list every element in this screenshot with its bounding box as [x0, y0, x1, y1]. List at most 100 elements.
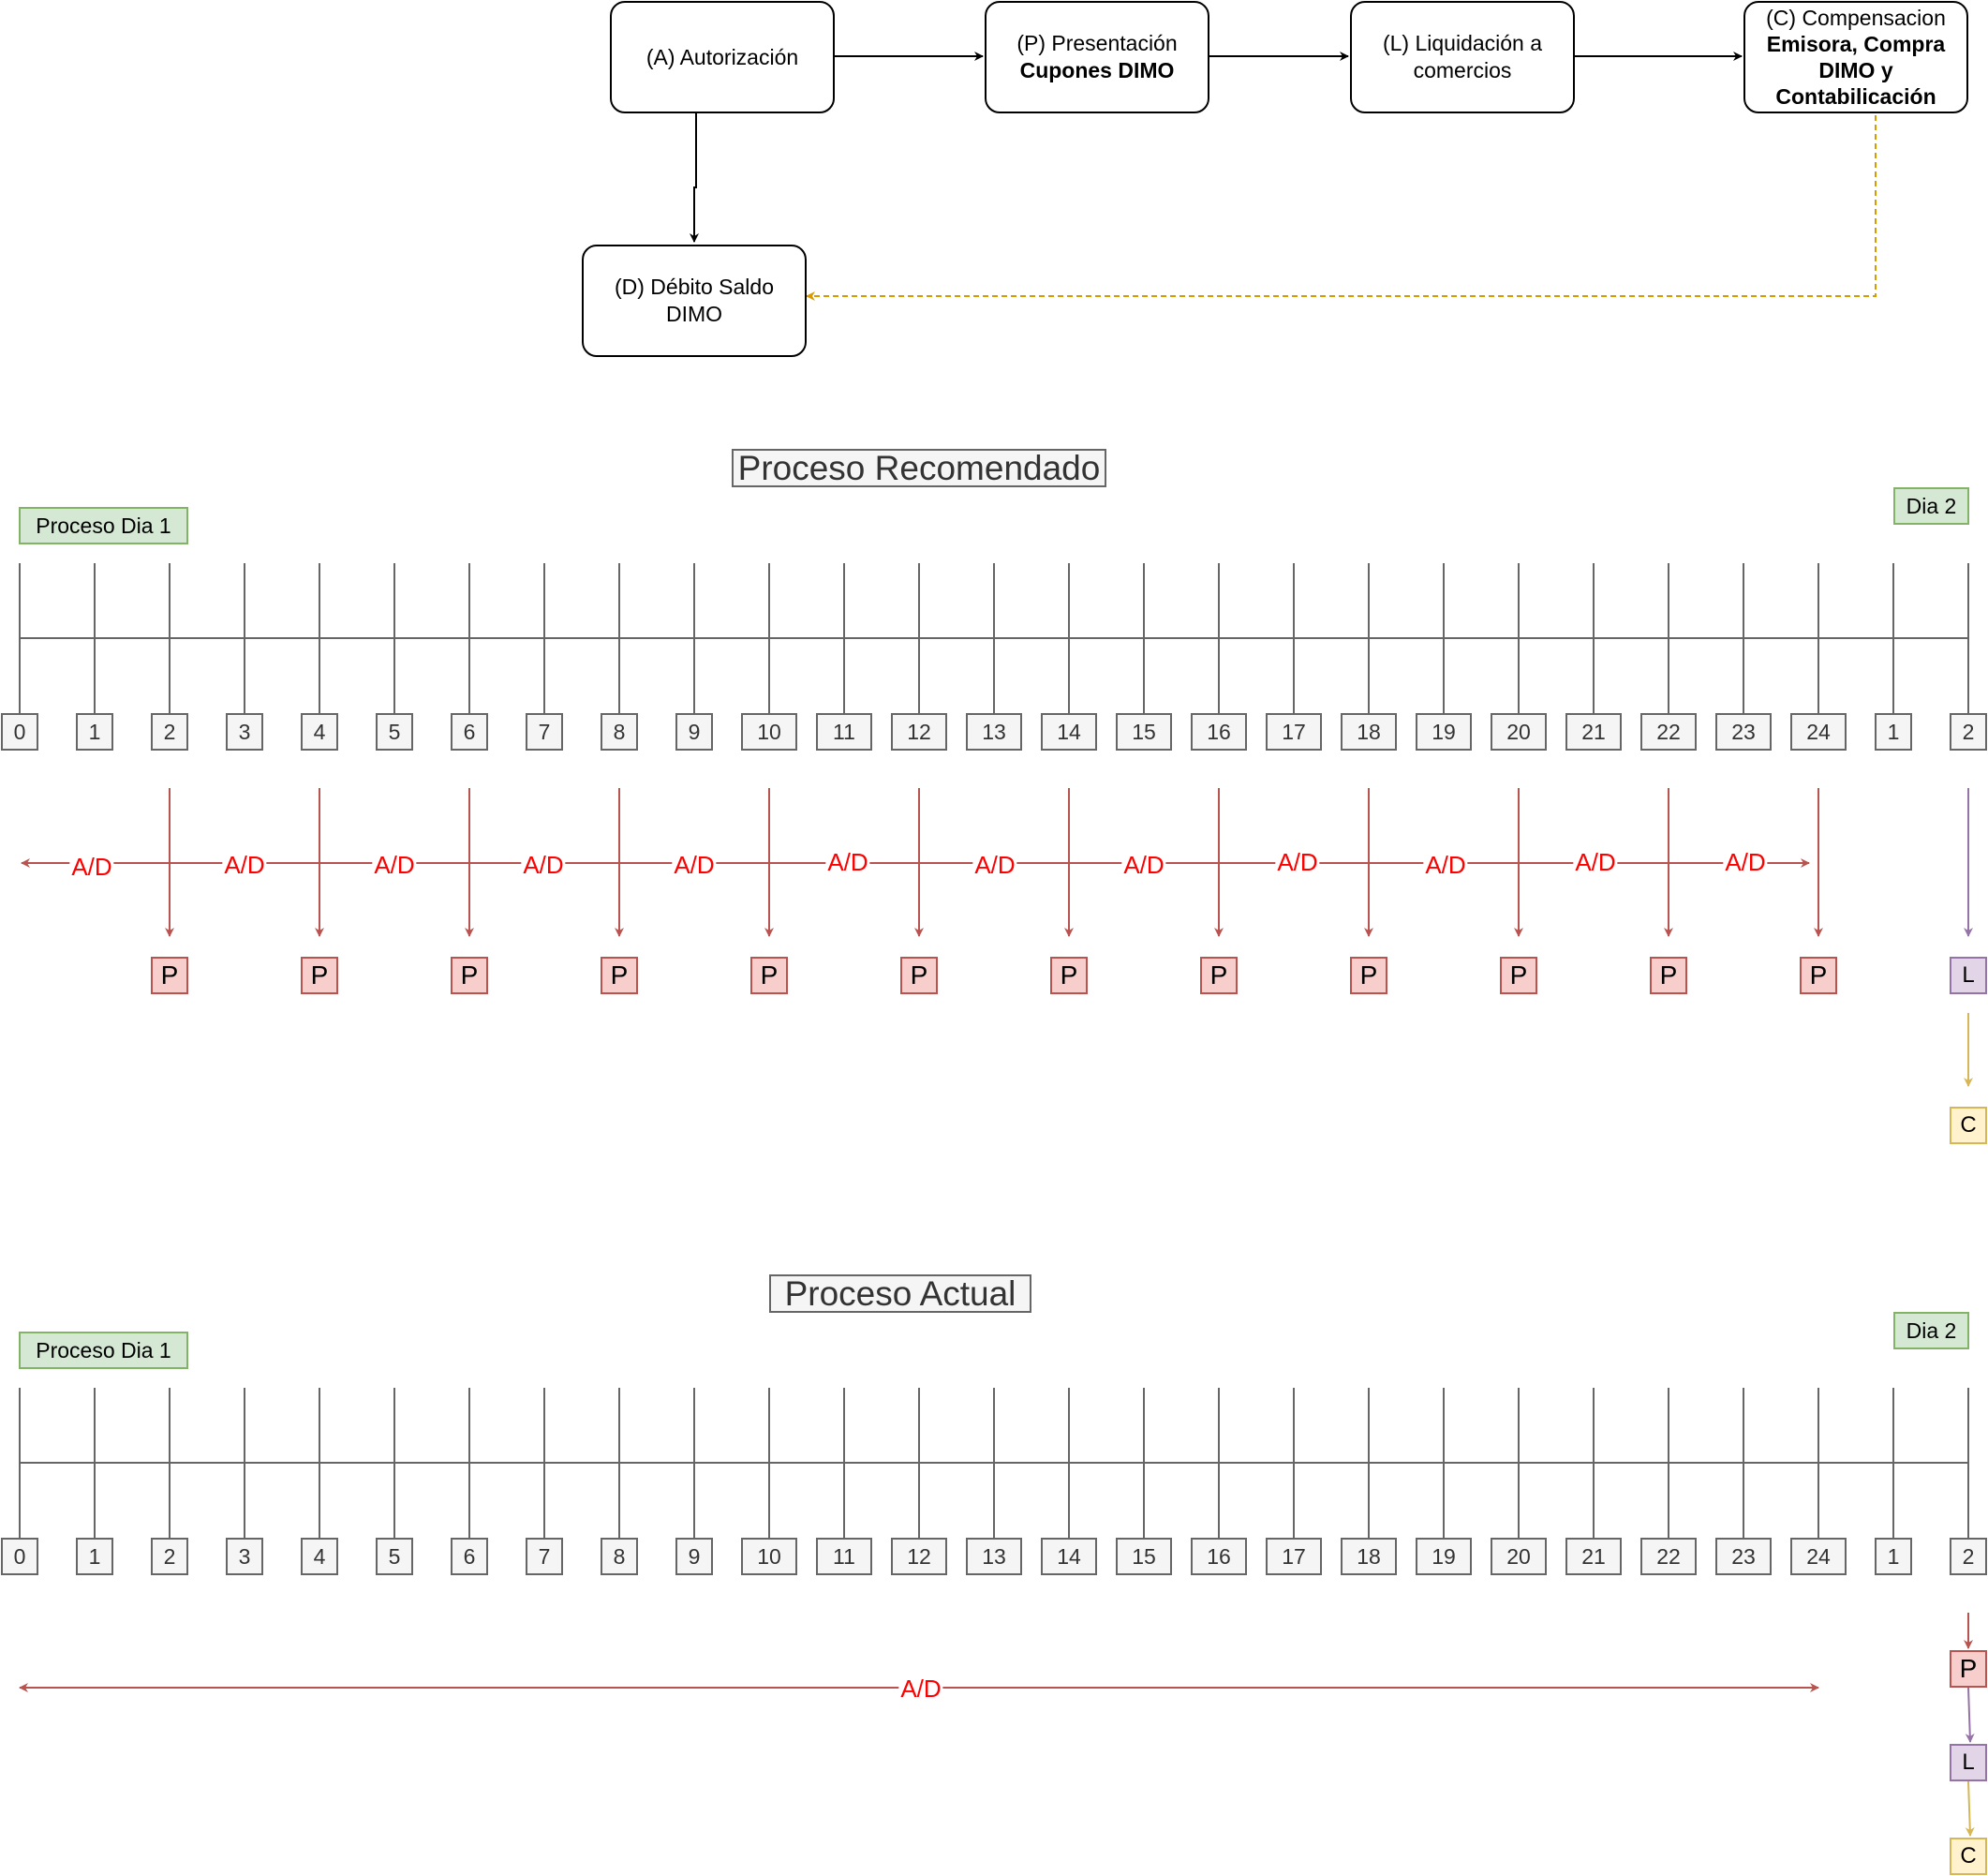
hour-label: 1: [76, 1538, 113, 1575]
hour-label: 7: [526, 713, 563, 751]
recomendado-day1-label: Proceso Dia 1: [19, 507, 188, 544]
ad-label: A/D: [222, 851, 267, 879]
actual-day1-label: Proceso Dia 1: [19, 1332, 188, 1369]
timeline-actual: [19, 1388, 1975, 1837]
hour-label: 1: [76, 713, 113, 751]
hour-label: 21: [1565, 713, 1622, 751]
p-box: P: [301, 957, 338, 994]
hour-label: 5: [376, 1538, 413, 1575]
p-box: P: [1500, 957, 1537, 994]
hour-label: 0: [1, 1538, 38, 1575]
hour-label: 10: [741, 713, 797, 751]
debito-box: (D) Débito Saldo DIMO: [582, 245, 807, 357]
hour-label: 15: [1116, 1538, 1172, 1575]
hour-label: 10: [741, 1538, 797, 1575]
hour-label: 8: [601, 713, 638, 751]
hour-label: 15: [1116, 713, 1172, 751]
timeline-recomendado: [19, 563, 1973, 1087]
hour-label: 4: [301, 713, 338, 751]
c-box: C: [1950, 1838, 1987, 1875]
autorizacion-box: (A) Autorización: [610, 1, 835, 113]
actual-day2-label: Dia 2: [1893, 1312, 1969, 1349]
l-box: L: [1950, 1744, 1987, 1781]
p-box: P: [1650, 957, 1687, 994]
ad-label: A/D: [521, 851, 566, 879]
ad-label: A/D: [898, 1675, 943, 1703]
hour-label: 19: [1416, 1538, 1472, 1575]
hour-label: 12: [891, 713, 947, 751]
ad-label: A/D: [825, 848, 870, 876]
hour-label: 24: [1790, 713, 1847, 751]
p-box: P: [1800, 957, 1837, 994]
arrow-a-to-d: [690, 113, 699, 243]
hour-label: 23: [1715, 1538, 1772, 1575]
presentacion-text-1: (P) Presentación: [1016, 31, 1178, 55]
ad-label: A/D: [1723, 848, 1768, 876]
p-box: P: [1050, 957, 1088, 994]
l-arrow: [1965, 1687, 1975, 1743]
hour-label: 5: [376, 713, 413, 751]
ad-label: A/D: [1423, 851, 1468, 879]
hour-label: 20: [1491, 1538, 1547, 1575]
p-box: P: [1950, 1650, 1987, 1688]
p-box: P: [451, 957, 488, 994]
c-box: C: [1950, 1107, 1987, 1144]
compensacion-text-1: (C) Compensacion: [1766, 6, 1946, 30]
actual-title: Proceso Actual: [769, 1274, 1031, 1313]
compensacion-text-3: DIMO y: [1818, 58, 1893, 82]
dashed-arrow-c-to-d: [806, 115, 1877, 301]
ad-label: A/D: [972, 851, 1017, 879]
hour-label: 12: [891, 1538, 947, 1575]
compensacion-text-2: Emisora, Compra: [1766, 32, 1946, 56]
ad-label: A/D: [672, 851, 717, 879]
hour-label: 18: [1341, 713, 1397, 751]
hour-label: 13: [966, 1538, 1022, 1575]
p-box: P: [900, 957, 938, 994]
hour-label: 21: [1565, 1538, 1622, 1575]
hour-label: 0: [1, 713, 38, 751]
hour-label: 9: [675, 1538, 713, 1575]
c-arrow: [1965, 1780, 1975, 1837]
hour-label: 8: [601, 1538, 638, 1575]
hour-label: 2: [1950, 1538, 1987, 1575]
ad-label: A/D: [1275, 848, 1320, 876]
ad-label: A/D: [1121, 851, 1166, 879]
recomendado-day2-label: Dia 2: [1893, 487, 1969, 525]
l-box: L: [1950, 957, 1987, 994]
hour-label: 4: [301, 1538, 338, 1575]
debito-text-1: (D) Débito Saldo: [614, 275, 775, 299]
hour-label: 11: [816, 1538, 872, 1575]
hour-label: 24: [1790, 1538, 1847, 1575]
hour-label: 6: [451, 1538, 488, 1575]
hour-label: 14: [1041, 713, 1097, 751]
recomendado-title: Proceso Recomendado: [732, 449, 1106, 487]
hour-label: 1: [1875, 1538, 1912, 1575]
hour-label: 1: [1875, 713, 1912, 751]
p-box: P: [601, 957, 638, 994]
hour-label: 11: [816, 713, 872, 751]
hour-label: 18: [1341, 1538, 1397, 1575]
hour-label: 22: [1640, 713, 1697, 751]
hour-label: 6: [451, 713, 488, 751]
hour-label: 16: [1191, 1538, 1247, 1575]
debito-text-2: DIMO: [665, 302, 723, 326]
hour-label: 13: [966, 713, 1022, 751]
hour-label: 2: [1950, 713, 1987, 751]
liquidacion-text-2: comercios: [1413, 58, 1512, 82]
hour-label: 3: [226, 713, 263, 751]
hour-label: 9: [675, 713, 713, 751]
compensacion-text-4: Contabilicación: [1775, 84, 1936, 109]
p-box: P: [151, 957, 188, 994]
hour-label: 7: [526, 1538, 563, 1575]
hour-label: 19: [1416, 713, 1472, 751]
hour-label: 3: [226, 1538, 263, 1575]
hour-label: 23: [1715, 713, 1772, 751]
autorizacion-text: (A) Autorización: [645, 44, 799, 69]
hour-label: 17: [1266, 713, 1322, 751]
hour-label: 2: [151, 1538, 188, 1575]
hour-label: 2: [151, 713, 188, 751]
liquidacion-box: (L) Liquidación a comercios: [1350, 1, 1575, 113]
hour-label: 16: [1191, 713, 1247, 751]
